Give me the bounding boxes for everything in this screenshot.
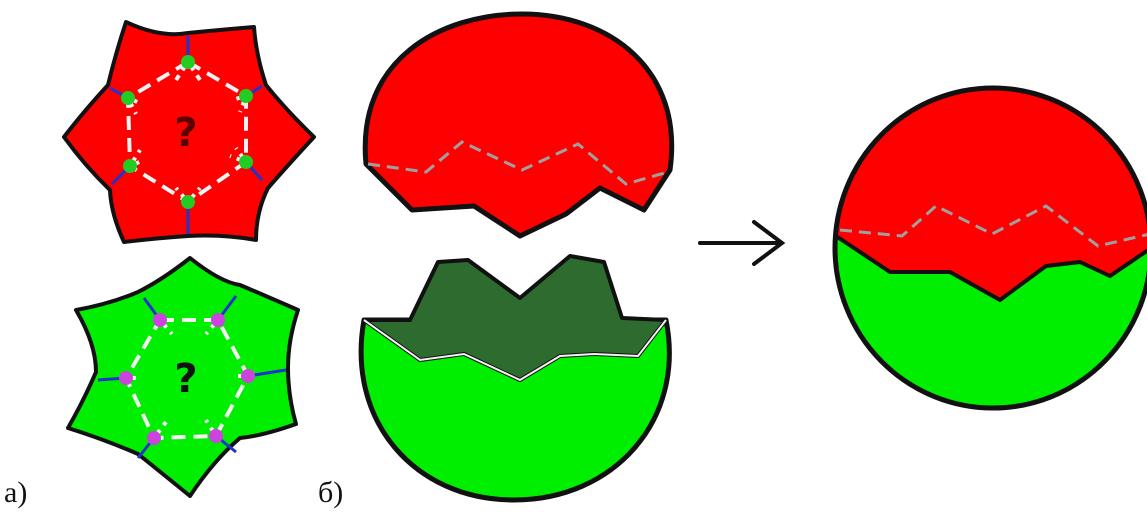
part-b-label: б) bbox=[318, 476, 344, 509]
red-star-body bbox=[62, 20, 316, 244]
red-half-dome bbox=[362, 11, 675, 239]
node-dot bbox=[121, 91, 135, 105]
red-star-molecule: ? bbox=[62, 20, 316, 244]
green-half-bowl bbox=[358, 317, 672, 503]
node-dot bbox=[123, 159, 137, 173]
green-half-top-outline bbox=[363, 319, 667, 382]
node-dot bbox=[209, 429, 223, 443]
assembled-red-upper bbox=[835, 88, 1147, 300]
assembled-capsule bbox=[832, 85, 1147, 411]
node-dot bbox=[119, 371, 133, 385]
right-arrow-icon bbox=[698, 220, 786, 266]
question-mark-top: ? bbox=[174, 110, 197, 156]
node-dot bbox=[239, 155, 253, 169]
node-dot bbox=[239, 89, 253, 103]
red-half-dashed-edge bbox=[367, 140, 669, 186]
green-half-shell bbox=[358, 254, 672, 503]
node-dot bbox=[211, 313, 225, 327]
node-dot bbox=[153, 313, 167, 327]
node-dot bbox=[181, 195, 195, 209]
assembled-seam bbox=[835, 234, 1147, 302]
green-star-molecule: ? bbox=[66, 256, 300, 498]
node-dot bbox=[181, 55, 195, 69]
node-dot bbox=[147, 431, 161, 445]
question-mark-bottom: ? bbox=[174, 356, 197, 402]
green-star-body bbox=[66, 256, 300, 498]
assembled-dashed-edge bbox=[839, 204, 1147, 248]
assembled-outline bbox=[832, 85, 1147, 411]
part-a-label: а) bbox=[4, 476, 28, 509]
red-half-shell bbox=[362, 11, 675, 239]
node-dot bbox=[241, 369, 255, 383]
